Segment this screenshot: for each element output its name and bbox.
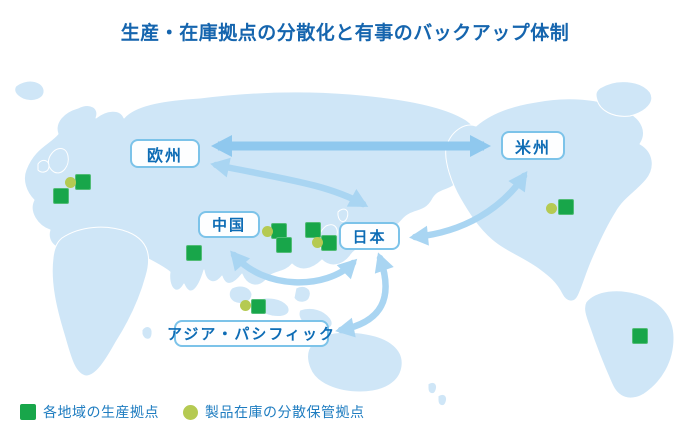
storage-site-marker [239, 299, 251, 311]
production-site-marker [321, 235, 337, 251]
storage-site-marker [261, 225, 273, 237]
land-new-zealand [427, 381, 447, 407]
production-site-marker [75, 174, 91, 190]
route-arrows [210, 135, 528, 338]
production-site-marker [276, 237, 292, 253]
production-site-marker [53, 188, 69, 204]
production-site-swatch [20, 404, 36, 420]
legend-label-production: 各地域の生産拠点 [43, 404, 159, 420]
land-ireland [37, 159, 50, 173]
legend-item-production: 各地域の生産拠点 [20, 402, 159, 422]
storage-site-swatch [183, 404, 198, 420]
arrow-europe-japan [210, 157, 369, 208]
land-greenland-east [595, 81, 653, 117]
land-africa [51, 226, 150, 377]
production-site-marker [305, 222, 321, 238]
storage-site-marker [311, 236, 323, 248]
legend: 各地域の生産拠点 製品在庫の分散保管拠点 [20, 402, 365, 422]
production-site-marker [186, 245, 202, 261]
land-south-america [584, 290, 675, 399]
legend-label-storage: 製品在庫の分散保管拠点 [205, 404, 365, 420]
land-philippines [293, 285, 311, 303]
region-label-japan: 日本 [339, 222, 400, 250]
region-label-europe: 欧州 [130, 139, 200, 168]
land-japan-north [337, 208, 349, 223]
arrow-japan-asia-pacific [335, 252, 394, 338]
arrow-japan-americas [409, 171, 528, 246]
land-greenland-west [14, 80, 45, 102]
page-title: 生産・在庫拠点の分散化と有事のバックアップ体制 [120, 23, 570, 44]
region-label-americas: 米州 [501, 131, 565, 160]
region-label-asia_pacific: アジア・パシフィック [167, 320, 334, 347]
production-site-marker [632, 328, 648, 344]
production-site-marker [271, 223, 287, 239]
storage-site-marker [64, 176, 76, 188]
land-madagascar [141, 326, 153, 340]
production-site-marker [250, 298, 266, 314]
region-label-china: 中国 [198, 211, 260, 238]
storage-site-marker [545, 202, 557, 214]
production-site-marker [558, 199, 574, 215]
legend-item-storage: 製品在庫の分散保管拠点 [183, 402, 365, 422]
